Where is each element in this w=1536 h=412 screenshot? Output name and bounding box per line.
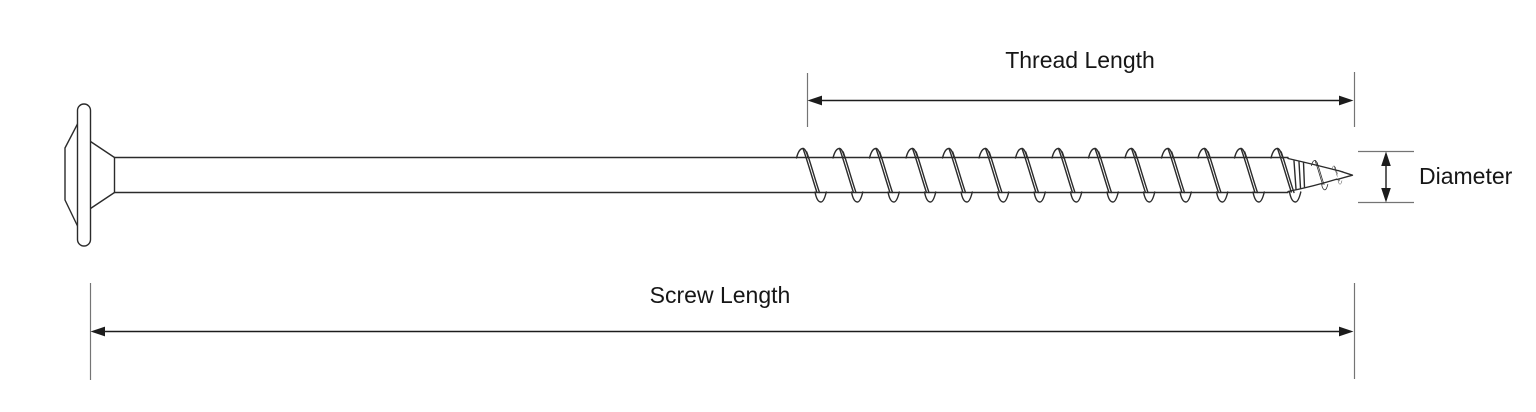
diameter-arrowhead-bottom [1381,188,1391,203]
tip-flute-line [1298,161,1302,189]
dimension-arrowheads [90,95,1391,337]
thread-length-label: Thread Length [1005,47,1155,73]
thread-length-arrowhead-left [807,95,822,106]
diameter-label: Diameter [1419,163,1513,189]
tip-point [1336,169,1354,181]
head-dome [64,122,79,228]
dimension-lines [90,95,1391,337]
screw-head [64,103,116,247]
head-cone [89,140,116,210]
tip-flute-line [1302,161,1306,189]
screw-shank [113,156,1289,194]
screw-tip [1287,157,1354,193]
screw-outline [64,103,1354,247]
screw-length-arrowhead-left [90,326,105,337]
thread-length-arrowhead-right [1339,95,1354,106]
head-flange [76,103,92,247]
screw-length-arrowhead-right [1339,326,1354,337]
screw-threads [795,147,1302,203]
tip-flute-line [1293,160,1297,190]
screw-length-label: Screw Length [649,282,791,308]
extension-lines [89,72,1414,380]
tip-taper-bottom [1287,177,1340,193]
diameter-arrowhead-top [1381,151,1391,166]
